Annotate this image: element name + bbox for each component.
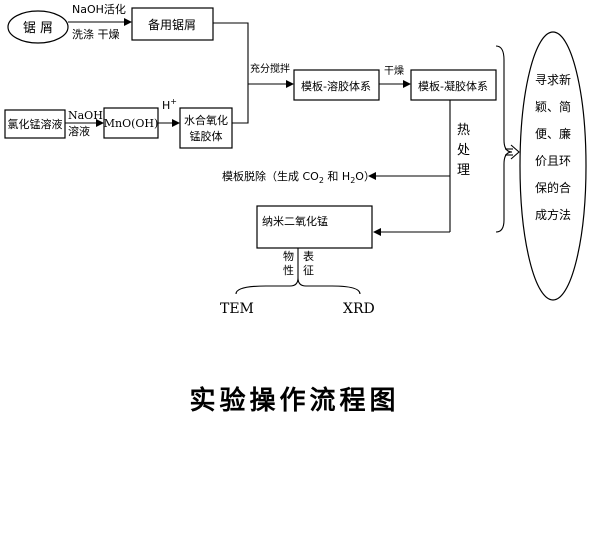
stir-label: 充分搅拌 <box>250 62 290 75</box>
connector-hydrous-to-merge <box>232 84 249 124</box>
right-brace <box>495 45 513 233</box>
solution-label: 溶液 <box>68 124 90 138</box>
nano-mno2-label: 纳米二氧化锰 <box>262 214 328 228</box>
template-gel-node <box>410 69 497 101</box>
heat-treat-char-1: 热 <box>457 123 470 138</box>
nano-mno2-node <box>256 205 373 249</box>
heat-treat-char-2: 处 <box>457 143 470 158</box>
double-arrow-head <box>510 144 520 160</box>
goal-line-4: 价且环 <box>535 154 571 168</box>
template-removal-label: 模板脱除（生成 CO2 和 H2O） <box>222 169 375 185</box>
spare-sawdust-label: 备用锯屑 <box>148 17 196 32</box>
diagram-caption: 实验操作流程图 <box>189 386 400 416</box>
template-sol-label: 模板-溶胶体系 <box>301 79 371 93</box>
heat-treat-char-3: 理 <box>457 163 470 178</box>
mncl-solution-label: 氯化锰溶液 <box>8 117 63 131</box>
goal-line-6: 成方法 <box>535 207 571 222</box>
wash-dry-label: 洗涤 干燥 <box>72 27 120 41</box>
hydrous-label-line2: 锰胶体 <box>190 129 223 143</box>
phys-char-1: 物 <box>283 249 294 263</box>
mnooh-node <box>103 107 159 139</box>
hydrous-colloid-node <box>179 107 233 149</box>
characterization-brace <box>235 277 361 295</box>
goal-line-2: 颖、简 <box>535 100 571 114</box>
h-plus-label: H+ <box>162 97 177 112</box>
naoh-label: NaOH <box>68 109 103 122</box>
dry-label: 干燥 <box>384 65 404 77</box>
xrd-label: XRD <box>343 301 375 317</box>
naoh-activate-label: NaOH活化 <box>72 2 126 16</box>
mncl-solution-node <box>4 109 66 139</box>
tem-label: TEM <box>220 301 254 317</box>
goal-line-5: 保的合 <box>535 180 571 195</box>
sawdust-label: 锯 屑 <box>23 21 53 36</box>
goal-node <box>519 31 587 301</box>
connector-spare-to-merge <box>213 22 249 84</box>
hydrous-label-line1: 水合氧化 <box>184 113 228 127</box>
template-sol-node <box>293 69 380 101</box>
phys-char-2: 性 <box>283 263 294 277</box>
surf-char-1: 表 <box>303 249 314 263</box>
spare-sawdust-node <box>131 7 214 41</box>
goal-line-1: 寻求新 <box>535 72 571 87</box>
mnooh-label: MnO(OH) <box>104 117 159 130</box>
surf-char-2: 征 <box>303 264 314 277</box>
goal-line-3: 便、廉 <box>535 126 571 141</box>
sawdust-node <box>7 10 69 44</box>
template-gel-label: 模板-凝胶体系 <box>418 79 488 93</box>
